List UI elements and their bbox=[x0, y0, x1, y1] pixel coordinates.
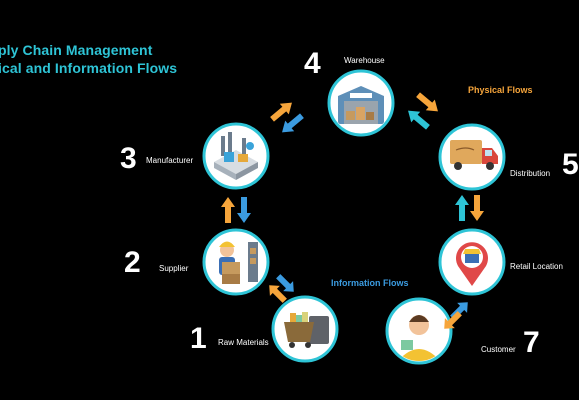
worker-boxes-icon bbox=[219, 241, 258, 284]
step-number-5: 5 bbox=[562, 148, 579, 181]
store-pin-icon bbox=[456, 242, 488, 286]
warehouse-icon bbox=[338, 86, 384, 124]
information-arrow bbox=[276, 274, 294, 292]
arrow-pair-supplier-manufacturer bbox=[221, 197, 251, 223]
customer-icon bbox=[397, 315, 441, 361]
physical-arrow bbox=[416, 92, 438, 112]
node-distribution bbox=[438, 123, 506, 191]
label-distribution: Distribution bbox=[510, 169, 551, 178]
step-number-4: 4 bbox=[304, 47, 321, 80]
physical-arrow bbox=[444, 311, 462, 329]
cart-icon bbox=[284, 312, 329, 348]
physical-arrow bbox=[269, 285, 287, 303]
arrow-pair-manufacturer-warehouse bbox=[270, 102, 304, 133]
information-arrow bbox=[237, 197, 251, 223]
step-number-1: 1 bbox=[190, 322, 207, 355]
label-manufacturer: Manufacturer bbox=[146, 156, 194, 165]
arrow-pair-warehouse-distribution bbox=[408, 92, 438, 130]
step-number-2: 2 bbox=[124, 246, 141, 279]
label-retail-location: Retail Location bbox=[510, 262, 563, 271]
step-number-3: 3 bbox=[120, 142, 137, 175]
label-raw-materials: Raw Materials bbox=[218, 338, 269, 347]
node-customer bbox=[385, 297, 453, 365]
information-arrow bbox=[455, 195, 469, 221]
information-flows-label: Information Flows bbox=[331, 278, 409, 288]
information-arrow bbox=[408, 110, 430, 130]
arrow-pair-retail-customer bbox=[444, 302, 468, 329]
node-warehouse bbox=[327, 69, 395, 137]
physical-arrow bbox=[270, 102, 292, 122]
physical-arrow bbox=[221, 197, 235, 223]
node-retail-location bbox=[438, 228, 506, 296]
truck-icon bbox=[450, 140, 498, 170]
node-supplier bbox=[202, 228, 270, 296]
physical-arrow bbox=[470, 195, 484, 221]
node-raw-materials bbox=[271, 295, 339, 363]
label-warehouse: Warehouse bbox=[344, 56, 385, 65]
diagram-title-line-2: ical and Information Flows bbox=[0, 60, 178, 76]
node-manufacturer bbox=[202, 122, 270, 190]
diagram-title-line-1: ply Chain Management bbox=[0, 42, 153, 58]
physical-flows-label: Physical Flows bbox=[468, 85, 533, 95]
arrow-pair-raw-supplier bbox=[269, 274, 294, 303]
information-arrow bbox=[282, 113, 304, 133]
label-customer: Customer bbox=[481, 345, 516, 354]
arrow-pair-distribution-retail bbox=[455, 195, 484, 221]
label-supplier: Supplier bbox=[159, 264, 189, 273]
step-number-7: 7 bbox=[523, 326, 540, 359]
factory-icon bbox=[214, 132, 258, 180]
